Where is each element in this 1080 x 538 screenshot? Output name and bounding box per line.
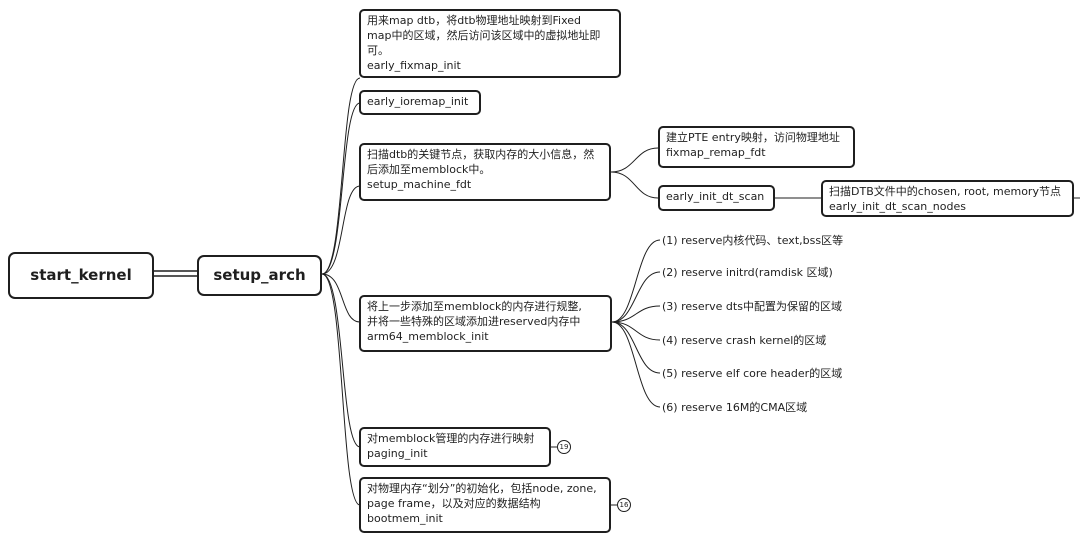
link-main-ioremap xyxy=(321,102,361,275)
link-memblock-leaf-1 xyxy=(611,239,661,323)
subtopic-node-early-init-dt-scan-nodes[interactable]: 扫描DTB文件中的chosen, root, memory节点 early_in… xyxy=(821,180,1074,217)
topic-text-line: 对memblock管理的内存进行映射 xyxy=(367,432,535,445)
subtopic-text-line: early_init_dt_scan xyxy=(666,190,765,203)
topic-node-early-fixmap-init[interactable]: 用来map dtb，将dtb物理地址映射到Fixed map中的区域，然后访问该… xyxy=(359,9,621,78)
leaf-reserve-cma[interactable]: (6) reserve 16M的CMA区域 xyxy=(662,401,808,414)
link-machine-fdt-remap xyxy=(610,147,659,173)
topic-text-line: 对物理内存“划分”的初始化，包括node, zone, xyxy=(367,482,597,495)
topic-text-line: page frame，以及对应的数据结构 xyxy=(367,497,541,510)
topic-text-line: 用来map dtb，将dtb物理地址映射到Fixed xyxy=(367,14,581,27)
leaf-reserve-initrd[interactable]: (2) reserve initrd(ramdisk 区域) xyxy=(662,266,833,279)
leaf-reserve-elf-core-header[interactable]: (5) reserve elf core header的区域 xyxy=(662,367,843,380)
topic-text-line: bootmem_init xyxy=(367,512,443,525)
count-badge-bootmem[interactable]: 16 xyxy=(617,498,631,512)
topic-text-line: paging_init xyxy=(367,447,428,460)
topic-text-line: map中的区域，然后访问该区域中的虚拟地址即 xyxy=(367,29,601,42)
subtopic-text-line: 扫描DTB文件中的chosen, root, memory节点 xyxy=(829,185,1061,198)
topic-node-early-ioremap-init[interactable]: early_ioremap_init xyxy=(359,90,481,115)
topic-text-line: 后添加至memblock中。 xyxy=(367,163,491,176)
topic-text-line: early_fixmap_init xyxy=(367,59,461,72)
link-memblock-leaf-4 xyxy=(611,321,661,341)
link-memblock-leaf-6 xyxy=(611,321,661,408)
link-main-memblock-init xyxy=(321,273,361,323)
link-main-fixmap xyxy=(321,77,361,275)
topic-text-line: setup_machine_fdt xyxy=(367,178,472,191)
topic-text-line: 扫描dtb的关键节点，获取内存的大小信息，然 xyxy=(367,148,595,161)
subtopic-text-line: early_init_dt_scan_nodes xyxy=(829,200,966,213)
subtopic-node-fixmap-remap-fdt[interactable]: 建立PTE entry映射，访问物理地址 fixmap_remap_fdt xyxy=(658,126,855,168)
main-node-label: setup_arch xyxy=(213,266,306,284)
subtopic-node-early-init-dt-scan[interactable]: early_init_dt_scan xyxy=(658,185,775,211)
subtopic-text-line: 建立PTE entry映射，访问物理地址 xyxy=(666,131,840,144)
count-badge-paging[interactable]: 19 xyxy=(557,440,571,454)
root-node-label: start_kernel xyxy=(30,266,132,284)
link-machine-fdt-dt-scan xyxy=(610,171,659,199)
topic-text-line: 可。 xyxy=(367,44,389,57)
main-node-setup-arch[interactable]: setup_arch xyxy=(197,255,322,296)
leaf-reserve-crash-kernel[interactable]: (4) reserve crash kernel的区域 xyxy=(662,334,827,347)
subtopic-text-line: fixmap_remap_fdt xyxy=(666,146,766,159)
topic-text-line: early_ioremap_init xyxy=(367,95,469,108)
link-main-bootmem xyxy=(321,273,361,506)
link-memblock-leaf-5 xyxy=(611,321,661,374)
link-memblock-leaf-2 xyxy=(611,271,661,323)
link-main-paging xyxy=(321,273,361,448)
topic-node-setup-machine-fdt[interactable]: 扫描dtb的关键节点，获取内存的大小信息，然 后添加至memblock中。 se… xyxy=(359,143,611,201)
root-node-start-kernel[interactable]: start_kernel xyxy=(8,252,154,299)
link-main-machine-fdt xyxy=(321,185,361,275)
topic-node-paging-init[interactable]: 对memblock管理的内存进行映射 paging_init xyxy=(359,427,551,467)
leaf-reserve-kernel-code[interactable]: (1) reserve内核代码、text,bss区等 xyxy=(662,234,844,247)
topic-text-line: arm64_memblock_init xyxy=(367,330,489,343)
topic-text-line: 并将一些特殊的区域添加进reserved内存中 xyxy=(367,315,581,328)
link-memblock-leaf-3 xyxy=(611,305,661,323)
topic-node-bootmem-init[interactable]: 对物理内存“划分”的初始化，包括node, zone, page frame，以… xyxy=(359,477,611,533)
topic-text-line: 将上一步添加至memblock的内存进行规整, xyxy=(367,300,582,313)
topic-node-arm64-memblock-init[interactable]: 将上一步添加至memblock的内存进行规整, 并将一些特殊的区域添加进rese… xyxy=(359,295,612,352)
leaf-reserve-dts-reserved[interactable]: (3) reserve dts中配置为保留的区域 xyxy=(662,300,842,313)
